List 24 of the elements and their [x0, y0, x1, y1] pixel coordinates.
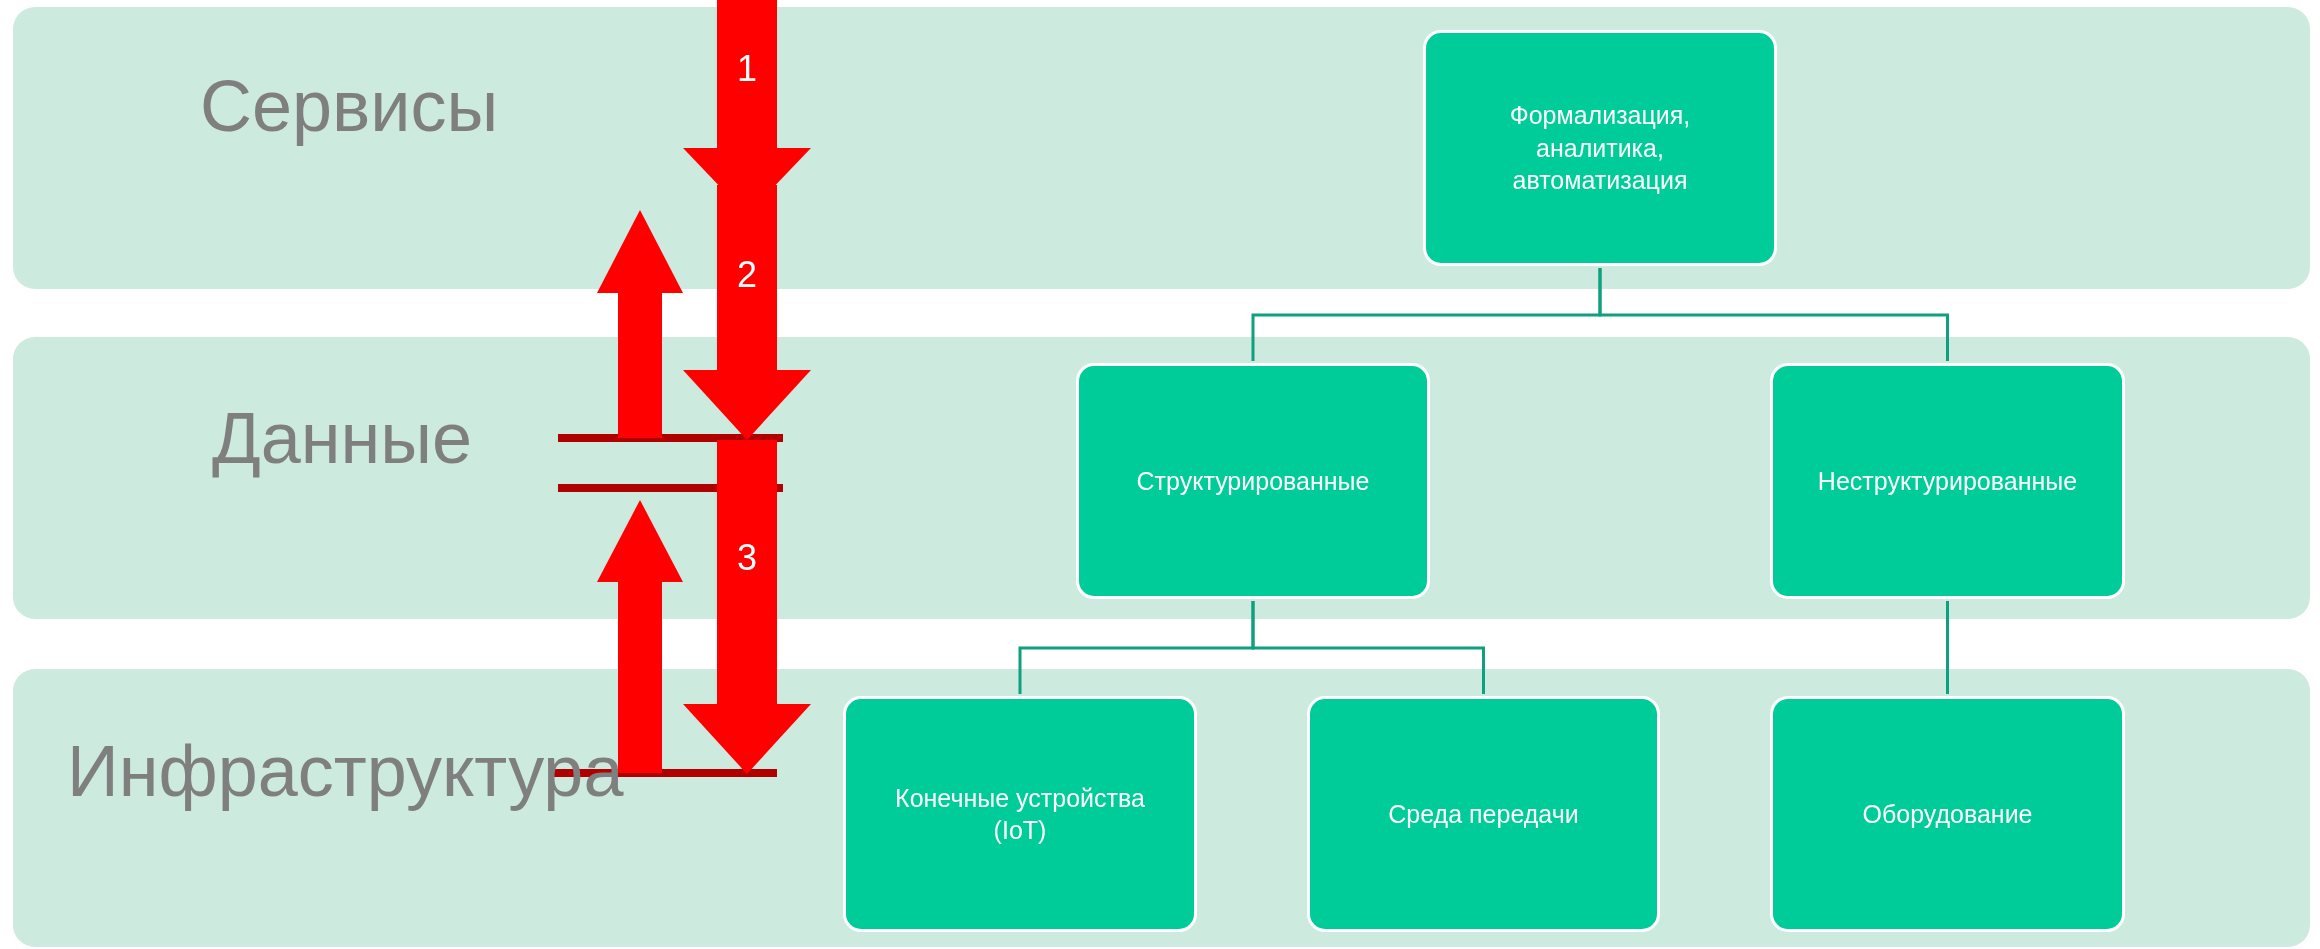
category-box — [1307, 696, 1660, 932]
box-text: Формализация, аналитика, автоматизация — [1508, 100, 1692, 197]
box-text: Конечные устройства (IoT) — [894, 782, 1146, 846]
layer-band — [13, 7, 2310, 289]
connector-line — [1251, 601, 1485, 694]
box-text: Структурированные — [1135, 465, 1371, 497]
layer-title: Данные — [212, 397, 473, 479]
category-box — [843, 696, 1197, 932]
category-box — [1770, 696, 2125, 932]
box-text: Неструктурированные — [1816, 465, 2079, 497]
connector-line — [1946, 601, 1949, 694]
layer-band — [13, 669, 2310, 947]
layer-title: Сервисы — [200, 65, 499, 147]
category-box — [1423, 30, 1777, 266]
category-box — [1770, 363, 2125, 599]
step-number: 2 — [737, 253, 757, 295]
step-number: 3 — [737, 536, 757, 578]
connector-line — [1598, 268, 1949, 361]
box-text: Среда передачи — [1387, 798, 1580, 830]
box-text: Оборудование — [1861, 798, 2034, 830]
layer-band — [13, 337, 2310, 619]
layer-title: Инфраструктура — [67, 730, 624, 812]
step-number: 1 — [737, 47, 757, 89]
category-box — [1076, 363, 1430, 599]
